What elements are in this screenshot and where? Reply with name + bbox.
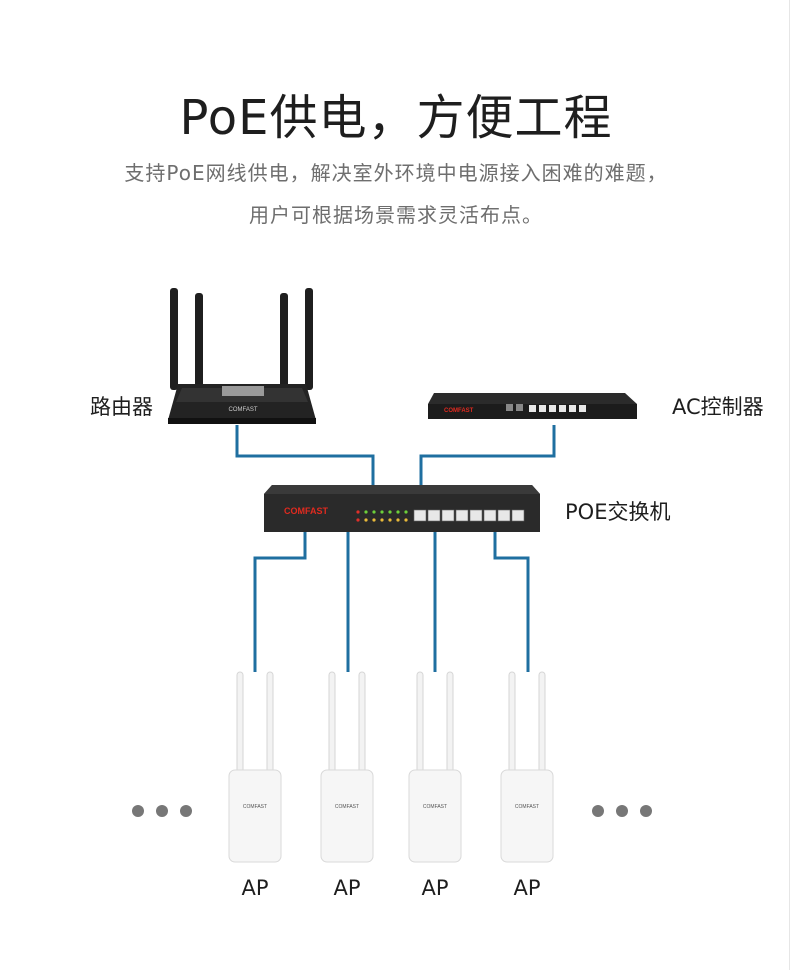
more-devices-right-dots [592,805,652,817]
cable-switch-to-ap4 [495,530,528,672]
router-antenna [170,288,178,390]
ap-label-2: AP [317,876,377,900]
ap-label-4: AP [497,876,557,900]
ap-device-2: COMFAST [321,672,373,862]
ac-brand-text: COMFAST [444,408,474,414]
router-antenna [280,293,288,390]
poe-switch-label: POE交换机 [565,496,670,526]
more-devices-left-dots [132,805,192,817]
network-cables [237,425,554,672]
router-brand-text: COMFAST [228,407,257,413]
cable-router-to-switch [237,425,373,485]
router-antenna [195,293,203,390]
ap-brand-text: COMFAST [335,804,359,810]
switch-brand-text: COMFAST [284,506,329,516]
cable-ac-to-switch [421,425,554,485]
ac-controller-label: AC控制器 [672,391,764,421]
ap-brand-text: COMFAST [423,804,447,810]
router-device: COMFAST [168,288,316,424]
poe-switch-device: COMFAST [264,485,540,532]
ac-controller-device: COMFAST [428,393,637,419]
ap-device-4: COMFAST [501,672,553,862]
ap-device-3: COMFAST [409,672,461,862]
ap-brand-text: COMFAST [243,804,267,810]
ap-label-1: AP [225,876,285,900]
cable-switch-to-ap1 [255,530,305,672]
ap-brand-text: COMFAST [515,804,539,810]
ap-device-1: COMFAST [229,672,281,862]
router-label: 路由器 [90,391,153,421]
router-antenna [305,288,313,390]
ap-label-3: AP [405,876,465,900]
